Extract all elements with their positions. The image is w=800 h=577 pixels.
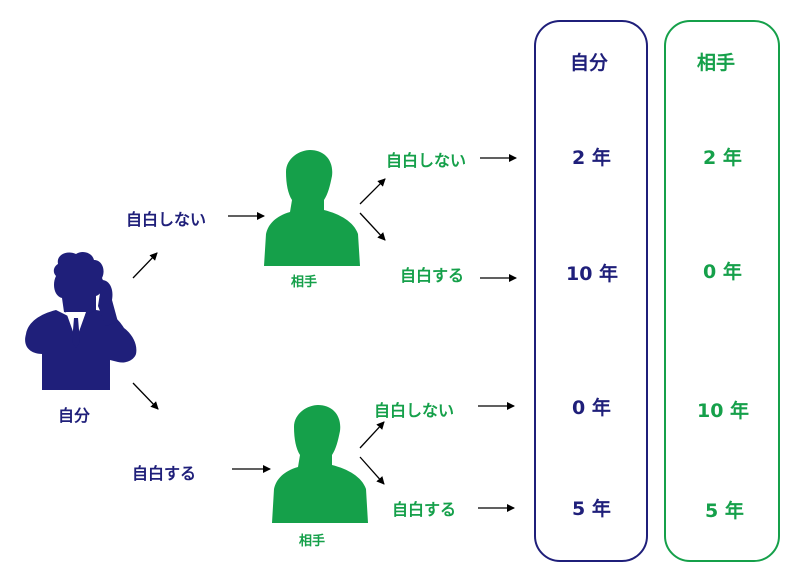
arrow-ptop-down — [359, 212, 386, 241]
self-outcome-value: 0 年 — [572, 397, 611, 419]
partner-top-label: 相手 — [291, 275, 318, 290]
arrow-pbot-down — [359, 456, 385, 485]
self-outcome-value: 10 年 — [566, 263, 619, 285]
self-person-icon — [25, 252, 137, 390]
partner-column-header: 相手 — [697, 52, 736, 74]
arrow-self-down — [132, 382, 159, 410]
partner-top-choice-confess: 自白する — [400, 266, 465, 285]
partner-bottom-label: 相手 — [299, 534, 326, 549]
partner-top-choice-not-confess: 自白しない — [386, 151, 467, 170]
self-choice-confess: 自白する — [132, 464, 197, 483]
partner-outcome-value: 5 年 — [705, 500, 744, 522]
partner-outcome-column — [664, 20, 780, 562]
partner-outcome-value: 0 年 — [703, 261, 742, 283]
self-outcome-value: 5 年 — [572, 498, 611, 520]
arrow-pbot-up — [359, 421, 385, 449]
partner-outcome-value: 2 年 — [703, 147, 742, 169]
self-outcome-value: 2 年 — [572, 147, 611, 169]
partner-person-icon — [264, 150, 360, 266]
partner-outcome-value: 10 年 — [697, 400, 750, 422]
partner-person-icon — [272, 405, 368, 523]
partner-bottom-choice-not-confess: 自白しない — [374, 401, 455, 420]
self-column-header: 自分 — [570, 52, 609, 74]
partner-bottom-choice-confess: 自白する — [392, 500, 457, 519]
self-outcome-column — [534, 20, 648, 562]
arrow-ptop-up — [359, 178, 386, 205]
arrow-self-up — [132, 252, 158, 279]
self-choice-not-confess: 自白しない — [126, 210, 207, 229]
self-label: 自分 — [58, 406, 91, 425]
